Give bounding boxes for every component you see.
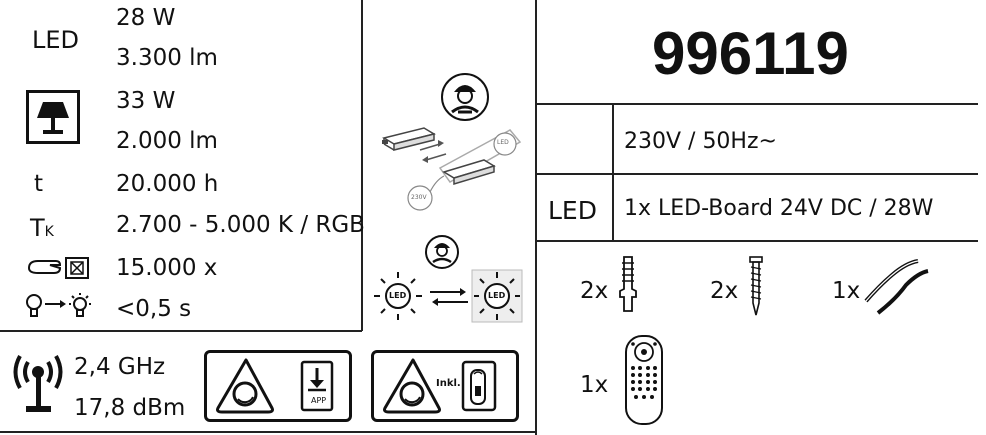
led-right-label: LED — [488, 291, 506, 300]
product-led-label: LED — [548, 196, 597, 225]
anchor-qty: 2x — [580, 278, 609, 304]
radio-frequency: 2,4 GHz — [74, 354, 166, 380]
right-rule-3 — [537, 240, 978, 242]
switch-cycles-icon — [26, 256, 96, 280]
product-number: 996119 — [652, 20, 849, 87]
included-label: Inkl. — [436, 378, 461, 389]
remote-qty: 1x — [580, 372, 609, 398]
app-label: APP — [311, 396, 327, 405]
screw-qty: 2x — [710, 278, 739, 304]
lifetime-label: t — [34, 171, 44, 197]
left-column-divider — [361, 0, 363, 331]
wall-anchor-icon — [616, 255, 640, 315]
switch-cycles-value: 15.000 x — [116, 255, 218, 281]
startup-time-icon — [24, 292, 102, 322]
color-temp-label: TK — [30, 214, 54, 242]
app-control-box: APP — [204, 350, 352, 422]
cable-qty: 1x — [832, 278, 861, 304]
led-swap-diagram: LED LED — [372, 268, 524, 324]
voltage-badge: 230V — [411, 194, 427, 201]
technician-icon-2 — [424, 234, 460, 270]
color-temp-value: 2.700 - 5.000 K / RGB — [116, 212, 365, 238]
startup-time-value: <0,5 s — [116, 296, 192, 322]
lamp-lumen: 2.000 lm — [116, 128, 218, 154]
right-cell-divider — [612, 104, 614, 240]
technician-icon — [440, 72, 490, 122]
radio-power: 17,8 dBm — [74, 395, 186, 421]
lamp-power: 33 W — [116, 88, 176, 114]
right-rule-2 — [537, 173, 978, 175]
radio-antenna-icon — [6, 350, 70, 416]
remote-included-box: Inkl. — [371, 350, 519, 422]
remote-control-icon — [624, 334, 664, 426]
cable-icon — [862, 255, 932, 321]
table-lamp-icon — [26, 90, 80, 144]
left-bottom-rule — [0, 330, 362, 332]
led-badge: LED — [497, 139, 509, 146]
led-left-label: LED — [389, 291, 407, 300]
product-voltage: 230V / 50Hz~ — [624, 129, 777, 154]
led-label: LED — [32, 26, 80, 54]
main-divider — [535, 0, 537, 435]
bottom-border — [0, 431, 535, 433]
led-lumen: 3.300 lm — [116, 45, 218, 71]
lifetime-value: 20.000 h — [116, 171, 219, 197]
driver-diagram: LED 230V — [380, 110, 530, 220]
product-led-board: 1x LED-Board 24V DC / 28W — [624, 196, 934, 221]
led-power: 28 W — [116, 5, 176, 31]
right-rule-1 — [537, 103, 978, 105]
screw-icon — [746, 255, 766, 317]
